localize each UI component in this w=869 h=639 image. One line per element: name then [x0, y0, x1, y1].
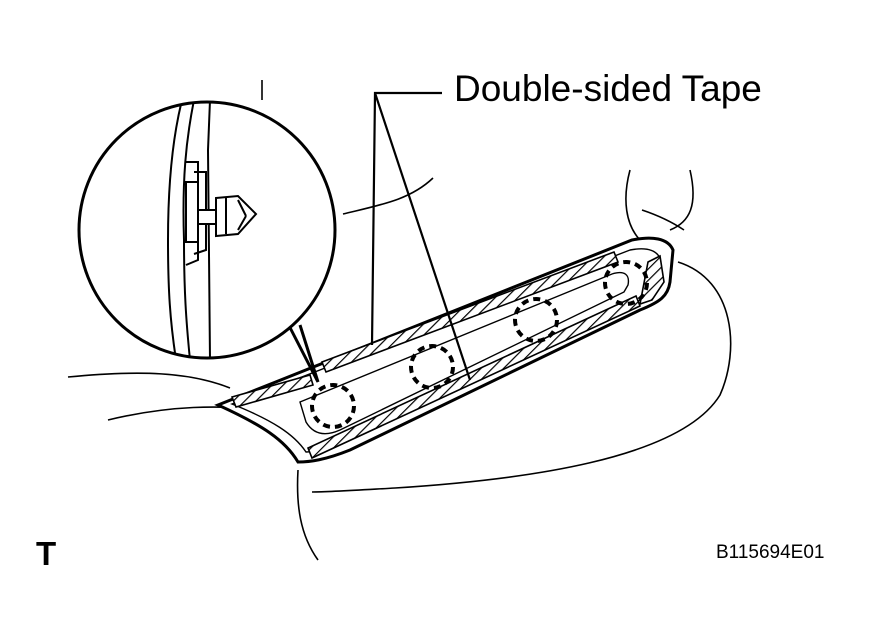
push-clip-icon: [185, 181, 258, 243]
corner-mark: T: [36, 535, 57, 572]
tape-strip-left-top: [230, 374, 314, 408]
figure-code: B115694E01: [716, 542, 825, 563]
magnifier-pointer: [280, 311, 320, 383]
clip-location-1: [310, 383, 356, 429]
body-outline: [67, 80, 732, 561]
clip-location-2: [409, 344, 455, 390]
detail-magnifier: [77, 100, 337, 383]
callout-leaders: [370, 91, 472, 381]
clip-location-3: [513, 297, 559, 343]
double-sided-tape-label: Double-sided Tape: [454, 68, 762, 109]
clip-locations: [310, 260, 649, 429]
tape-strip-bottom: [306, 294, 642, 460]
clip-location-4: [603, 260, 649, 306]
